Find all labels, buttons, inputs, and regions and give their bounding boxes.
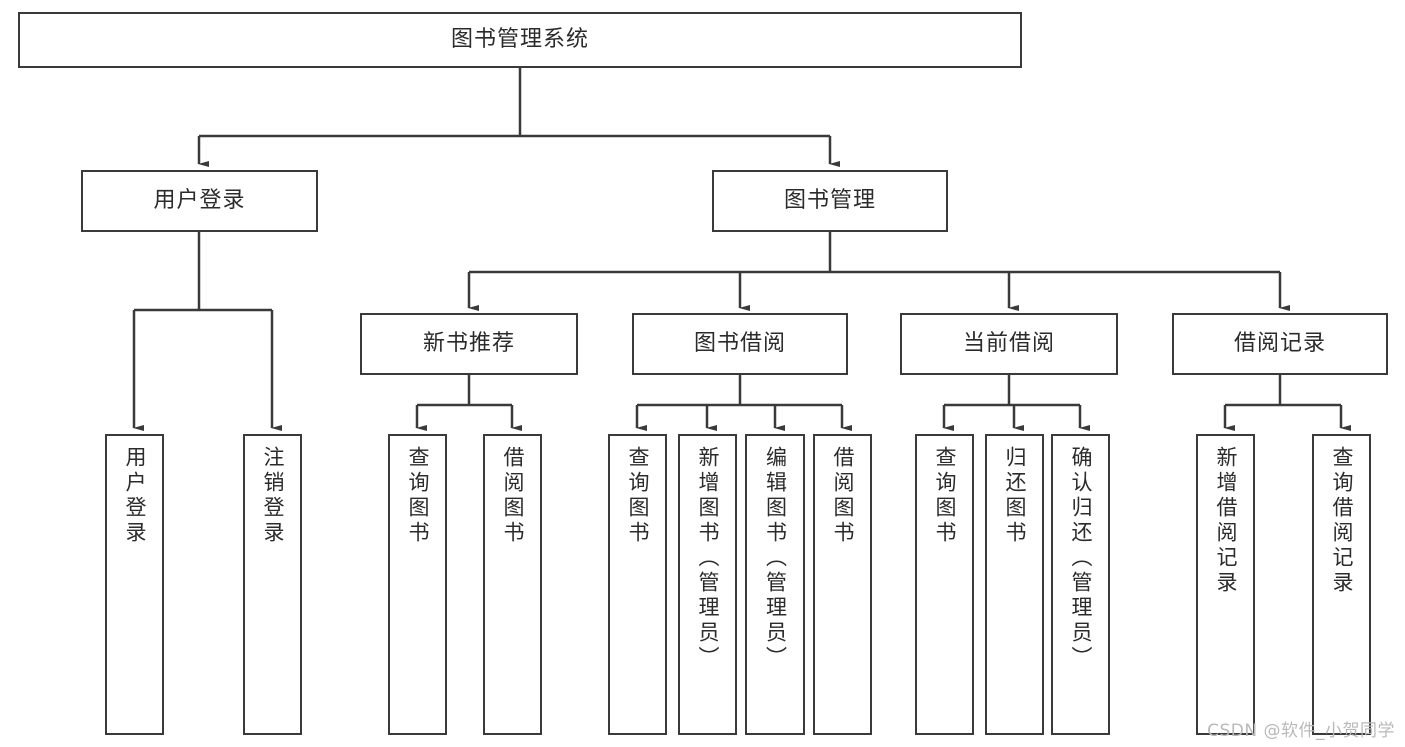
node-new-book-recommend[interactable]: 新书推荐 [360, 313, 578, 375]
node-label-leaf-user-login: 用户登录 [123, 446, 147, 546]
node-label-book-management: 图书管理 [783, 188, 876, 214]
node-leaf-borrow-book-1[interactable]: 借阅图书 [483, 434, 542, 735]
node-leaf-query-book-3[interactable]: 查询图书 [915, 434, 974, 735]
node-label-new-book-recommend: 新书推荐 [422, 331, 515, 357]
node-label-leaf-return-book: 归还图书 [1003, 446, 1027, 546]
node-book-management[interactable]: 图书管理 [712, 170, 948, 232]
node-leaf-query-borrow-record[interactable]: 查询借阅记录 [1312, 434, 1371, 735]
node-leaf-confirm-return-admin[interactable]: 确认归还（管理员） [1051, 434, 1110, 735]
node-label-leaf-add-borrow-record: 新增借阅记录 [1214, 446, 1238, 596]
node-user-login[interactable]: 用户登录 [81, 170, 318, 232]
node-label-current-borrow: 当前借阅 [962, 331, 1055, 357]
node-leaf-add-borrow-record[interactable]: 新增借阅记录 [1196, 434, 1255, 735]
node-leaf-user-login[interactable]: 用户登录 [105, 434, 164, 735]
node-label-root: 图书管理系统 [450, 27, 589, 53]
node-book-management-system[interactable]: 图书管理系统 [18, 12, 1022, 68]
node-label-leaf-edit-book-admin: 编辑图书（管理员） [763, 446, 788, 671]
node-label-leaf-query-book-3: 查询图书 [933, 446, 957, 546]
node-leaf-add-book-admin[interactable]: 新增图书（管理员） [678, 434, 737, 735]
node-label-borrow-record: 借阅记录 [1233, 331, 1326, 357]
node-leaf-query-book-2[interactable]: 查询图书 [608, 434, 667, 735]
node-label-book-borrow: 图书借阅 [693, 331, 786, 357]
node-label-leaf-query-book-1: 查询图书 [406, 446, 430, 546]
node-label-leaf-query-borrow-record: 查询借阅记录 [1330, 446, 1354, 596]
node-borrow-record[interactable]: 借阅记录 [1172, 313, 1388, 375]
node-leaf-logout-login[interactable]: 注销登录 [243, 434, 302, 735]
node-leaf-edit-book-admin[interactable]: 编辑图书（管理员） [745, 434, 805, 735]
node-current-borrow[interactable]: 当前借阅 [900, 313, 1118, 375]
node-label-leaf-logout-login: 注销登录 [261, 446, 285, 546]
node-label-leaf-query-book-2: 查询图书 [626, 446, 650, 546]
node-leaf-return-book[interactable]: 归还图书 [985, 434, 1044, 735]
node-label-leaf-confirm-return-admin: 确认归还（管理员） [1069, 446, 1093, 671]
node-label-leaf-borrow-book-1: 借阅图书 [501, 446, 525, 546]
node-book-borrow[interactable]: 图书借阅 [632, 313, 848, 375]
node-leaf-query-book-1[interactable]: 查询图书 [388, 434, 447, 735]
node-leaf-borrow-book-2[interactable]: 借阅图书 [813, 434, 872, 735]
node-label-leaf-add-book-admin: 新增图书（管理员） [696, 446, 720, 671]
node-label-leaf-borrow-book-2: 借阅图书 [831, 446, 855, 546]
node-label-user-login: 用户登录 [153, 188, 246, 214]
